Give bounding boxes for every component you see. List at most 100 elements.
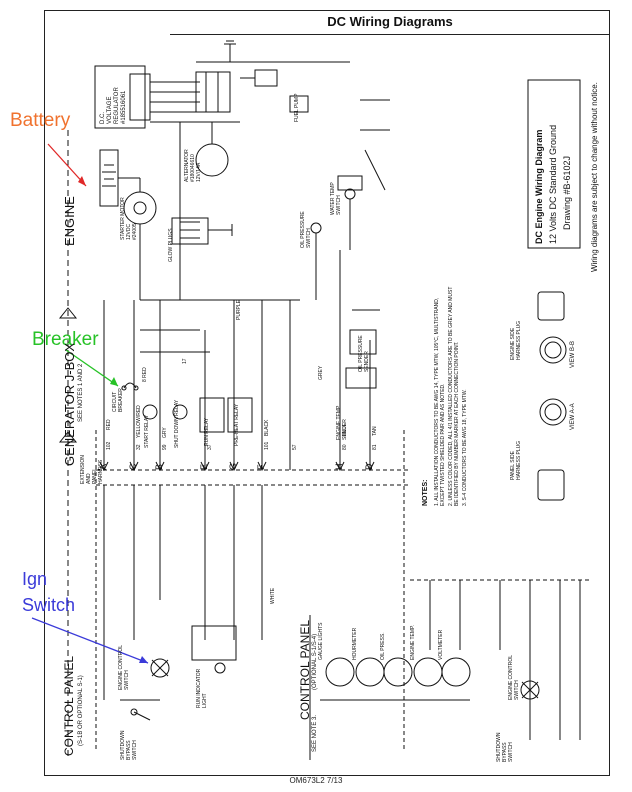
oil-pressure-switch-label-2: SWITCH [306,228,312,248]
wire-label-red: RED [106,419,112,430]
starter-label: STARTER MOTOR 12VDC #24005 [120,197,138,240]
engine-plug-label: ENGINE SIDE HARNESS PLUG [510,321,522,360]
oil-pressure-switch [310,222,322,234]
oil-pressure-sender-label-2: SENDER [364,351,370,372]
note-2: 2. UNLESS COLOR CODED, ALL 4/1 INSTALLED… [448,286,460,506]
engine-plug-label-2: HARNESS PLUG [516,320,522,360]
voltmeter-gauge [441,657,471,687]
shutdown-bypass-label-3: SWITCH [132,740,138,760]
section-arrow-1 [58,307,78,319]
panel-plug-label: PANEL SIDE HARNESS PLUG [510,441,522,480]
wire-label-gry: GRY [162,427,168,438]
start-relay-label: START RELAY [144,414,150,448]
panel-plug-inner [544,403,562,421]
connector-letter-d: D [364,463,374,471]
battery-callout: Battery [10,110,71,131]
drawing-frame [44,10,610,776]
engine-plug-inner [544,341,562,359]
water-temp-housing [337,175,363,191]
engine-temp-gauge-label: ENGINE TEMP. [410,624,416,660]
shut-down-relay-label: SHUT DOWN RELAY [174,399,180,448]
right-ecs-label-2: SWITCH [514,680,520,700]
battery-box [99,149,119,207]
panel-plug-label-2: HARNESS PLUG [516,440,522,480]
water-temp-switch-label-2: SWITCH [336,195,342,215]
battery-arrow [47,143,87,187]
engine-temp-sender [345,367,377,389]
regulator-label-4: #185516061 [121,90,127,124]
run-indicator-box [191,625,237,661]
connector-letter-g: G [228,462,238,470]
oil-pressure-sender-label: OIL PRESSURE SENDER [358,335,370,372]
right-ecs-cross-2 [521,681,539,699]
wire-label-102: 102 [106,441,112,450]
temp-switch-lever [364,149,386,191]
preheat-relay-label: PRE-HEAT RELAY [234,403,240,446]
shut-down-relay-coil [172,404,188,420]
section-engine: ENGINE [62,196,77,246]
oil-pressure-gauge [383,657,413,687]
regulator-label: D.C. VOLTAGE REGULATOR #185516061 [100,87,128,124]
breaker-callout: Breaker [32,329,99,350]
view-a-label: VIEW A-A [570,403,576,430]
connector-pins [99,461,375,472]
run-indicator-lamp [214,662,226,674]
engine-plug-body [537,291,565,321]
starter-label-3: #24005 [132,223,138,240]
section-control-panel-left-note: (S-1B OR OPTIONAL S-1) [78,675,84,746]
regulator-label-1: D.C. [100,112,106,124]
breaker-arrowhead [110,377,118,386]
oil-pressure-gauge-label: OIL PRESS. [380,632,386,660]
shutdown-bypass-lever [133,711,151,721]
run-indicator-label: RUN INDICATOR LIGHT [196,669,208,708]
wire-label-blue: BLUE [342,422,348,436]
wire-label-17: 17 [182,358,188,364]
connector-letter-h: H [334,463,344,471]
connector-letter-b: B [154,463,164,470]
gauge-lights [325,657,355,687]
connector-letter-f: F [256,464,266,471]
circuit-breaker-label: CIRCUIT BREAKER [112,388,124,412]
shutdown-bypass-contact [130,708,138,716]
oil-pressure-switch-label: OIL PRESSURE SWITCH [300,211,312,248]
notes-heading: NOTES: [422,479,429,506]
connector-letter-a: A [98,463,108,470]
wire-label-57: 57 [292,444,298,450]
view-b-label: VIEW B-B [570,340,576,368]
ign-callout-line1: Ign [22,569,48,589]
ign-arrowhead [139,656,148,663]
right-ecs-switch [520,680,540,700]
wire-label-99: 99 [162,444,168,450]
run-relay-box [199,397,225,433]
panel-plug-body [537,469,565,501]
breaker-terminal-2 [133,385,139,391]
section-jbox-note: SEE NOTES 1 AND 2 [78,363,84,422]
breaker-arrow [65,349,119,387]
section-control-panel-left: CONTROL PANEL [62,655,76,756]
section-arrow-2 [58,431,78,443]
glow-plugs-label: GLOW PLUGS [168,228,174,262]
ecs-label: ENGINE CONTROL SWITCH [118,645,130,690]
note-1: 1. ALL INSTALLATION CONDUCTORS TO BE AWG… [434,297,446,506]
engine-plug-face [539,336,567,364]
run-relay-label: RUN RELAY [204,417,210,446]
ign-callout-line2: Switch [22,595,76,615]
oil-pressure-sender [349,329,377,355]
regulator-tab [129,73,151,121]
fuel-pump-box [254,69,278,87]
ecs-cross-2 [151,659,169,677]
alternator-label: ALTERNATOR #180046610 12V/14A [184,149,202,182]
battery-arrowhead [78,176,86,186]
see-note-3: SEE NOTE 3. [312,714,318,752]
regulator-box [94,65,146,129]
wire-label-yellow-red: YELLOW/RED [136,405,142,438]
glow-plugs-box [171,217,209,245]
wire-label-8-red: 8 RED [142,367,148,382]
start-relay-coil [142,404,158,420]
hourmeter-gauge [355,657,385,687]
fuel-pump-label: FUEL PUMP [294,93,300,122]
wire-label-grey: GREY [318,365,324,380]
run-indicator-label-2: LIGHT [202,693,208,708]
fuel-solenoid-box [289,95,309,113]
